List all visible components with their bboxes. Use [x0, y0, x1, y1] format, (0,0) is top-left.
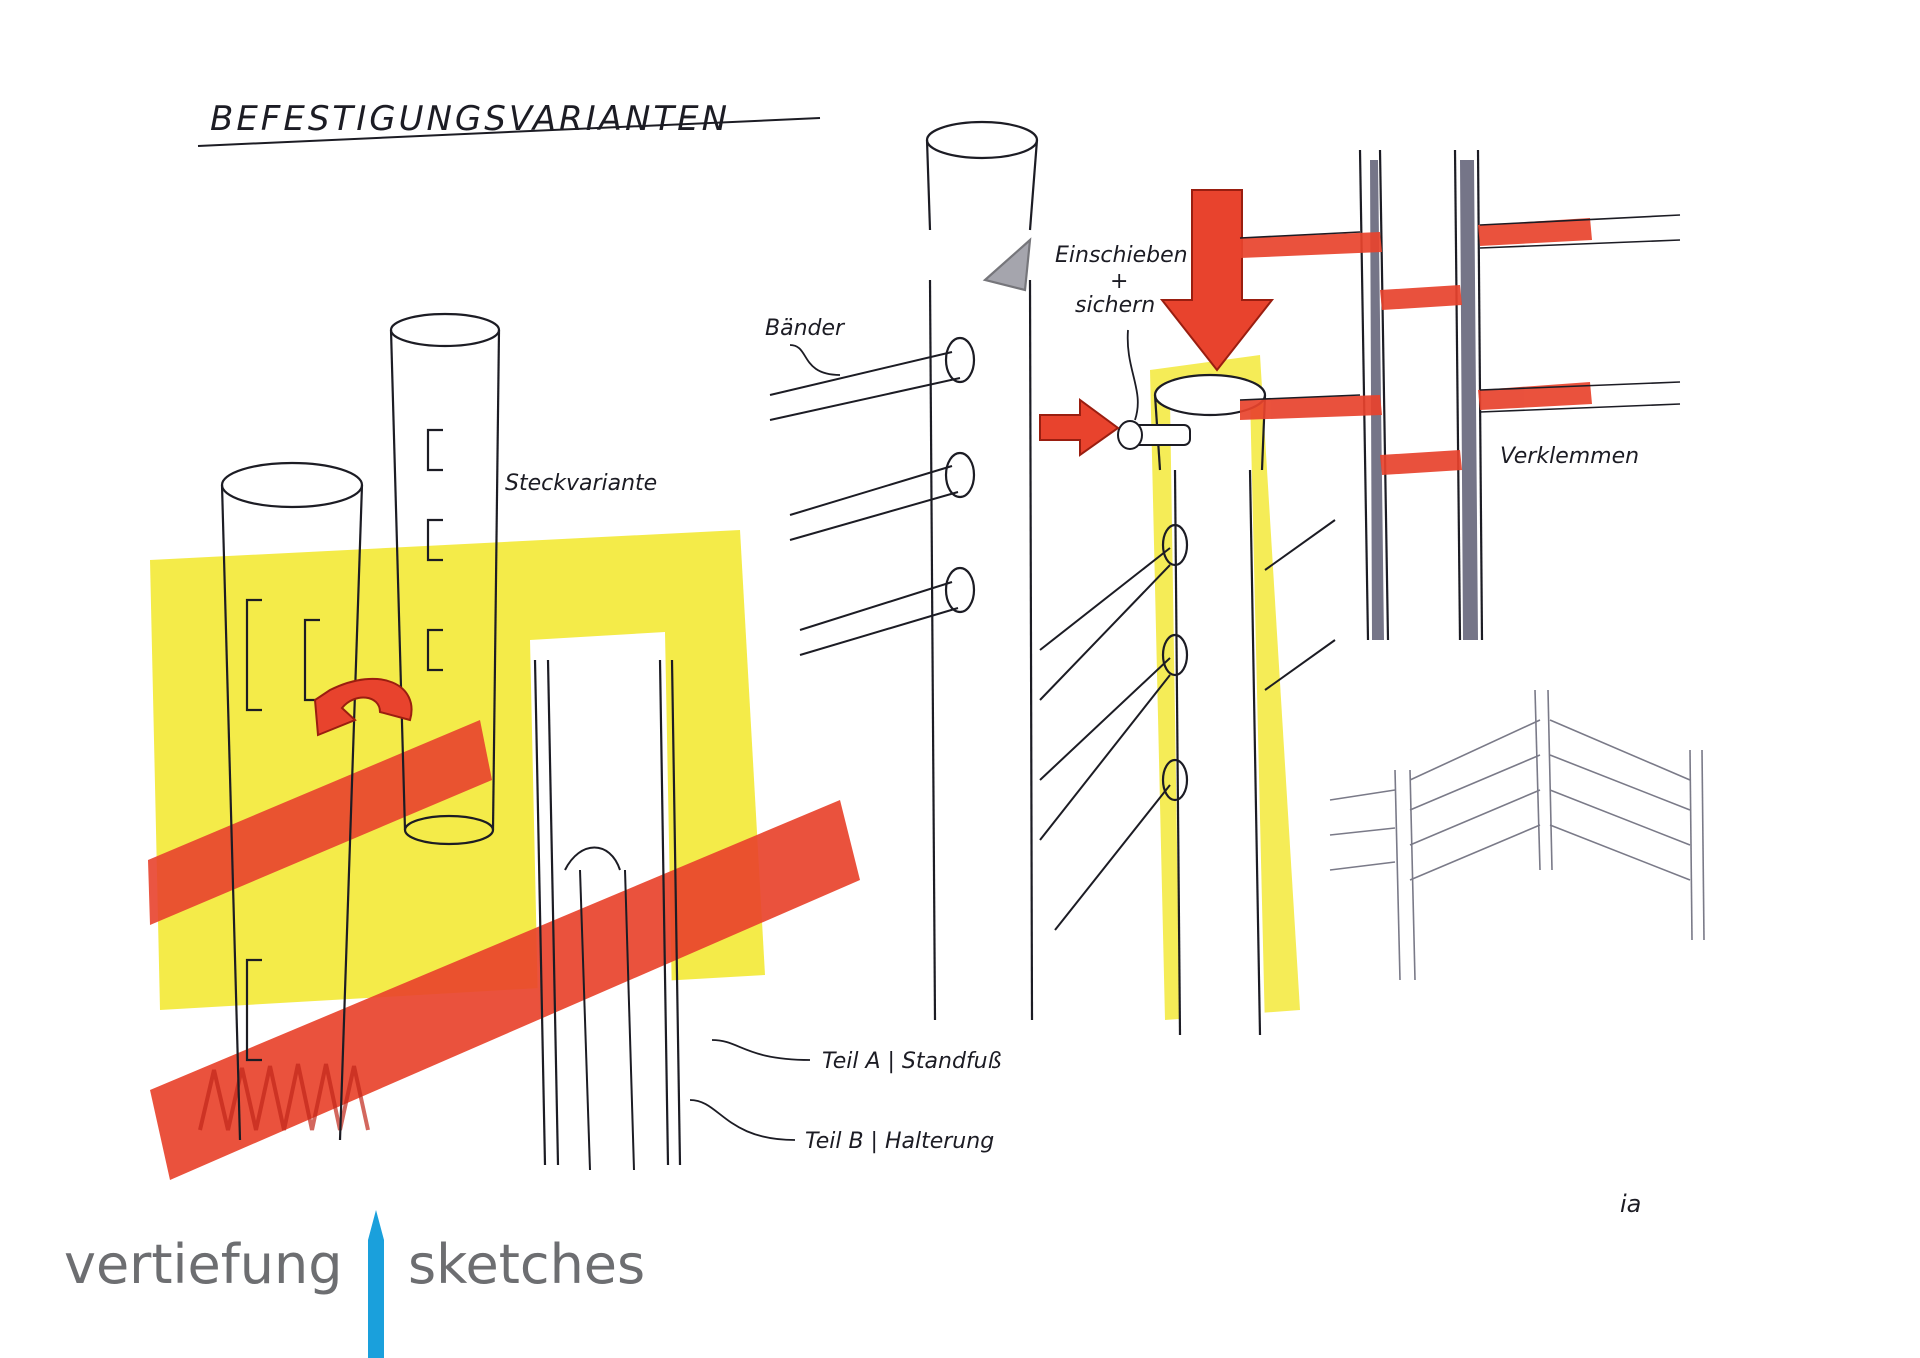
title-group: BEFESTIGUNGSVARIANTEN — [197, 99, 821, 147]
locking-pin — [1117, 420, 1191, 450]
pencil-icon — [368, 1210, 384, 1358]
clamp-post — [1153, 373, 1267, 1036]
verklemmen-rails — [1239, 214, 1681, 413]
dark-post-shading — [1370, 160, 1478, 640]
signature: ia — [1620, 1190, 1641, 1218]
post-with-holes — [925, 120, 1039, 1021]
steck-tube — [389, 312, 501, 846]
label-teil-a: Teil A | Standfuß — [822, 1049, 1001, 1074]
standfuss-part — [533, 659, 682, 1166]
verklemmen-sketch: Verklemmen — [1239, 149, 1681, 641]
right-arrow — [1039, 398, 1120, 457]
receiver-tube — [220, 461, 364, 1141]
footer-right-word: sketches — [408, 1233, 646, 1296]
red-band-back — [148, 720, 492, 925]
steckvariante-sketch: Steckvariante Teil A | Standfuß Teil B |… — [148, 312, 1001, 1180]
title-underline — [197, 117, 821, 147]
label-einschieben: Einschieben — [1055, 243, 1188, 268]
label-verklemmen: Verklemmen — [1500, 444, 1639, 469]
label-steckvariante: Steckvariante — [505, 471, 657, 496]
footer-left-word: vertiefung — [64, 1233, 343, 1296]
label-teil-b: Teil B | Halterung — [805, 1129, 994, 1154]
leader-teil-b — [689, 1099, 796, 1141]
red-band-front — [150, 800, 860, 1180]
white-post-body — [1170, 395, 1265, 1035]
sketch-title: BEFESTIGUNGSVARIANTEN — [210, 99, 730, 139]
leader-einschieben — [1126, 329, 1139, 421]
rotation-arrow — [313, 677, 413, 737]
leader-baender — [789, 344, 841, 376]
fence-overview-sketch — [1329, 689, 1705, 981]
baender-sketch: Bänder — [765, 120, 1039, 1021]
label-sichern: sichern — [1075, 293, 1155, 318]
clamp-rods — [1039, 519, 1336, 931]
halterung-part — [564, 846, 635, 1171]
label-baender: Bänder — [765, 316, 846, 341]
verklemmen-bands — [1240, 218, 1592, 475]
down-arrow — [1159, 189, 1275, 372]
leader-teil-a — [711, 1039, 811, 1061]
label-plus: + — [1110, 269, 1128, 294]
band-rods — [769, 351, 961, 656]
einschieben-sketch: Einschieben + sichern — [1039, 189, 1336, 1036]
